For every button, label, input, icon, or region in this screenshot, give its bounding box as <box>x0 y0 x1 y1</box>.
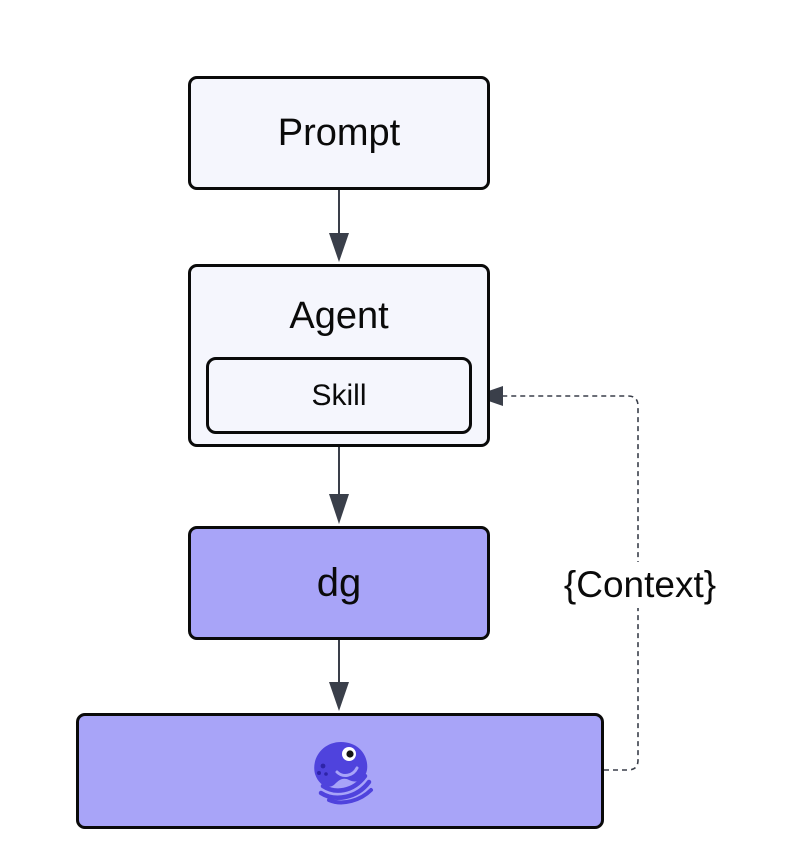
node-dagster <box>76 713 604 829</box>
dagster-octopus-logo-icon <box>314 742 373 805</box>
arrowhead-icon <box>329 682 349 711</box>
node-prompt: Prompt <box>188 76 490 190</box>
edge-agent-dg <box>329 447 349 524</box>
edge-prompt-agent <box>329 190 349 262</box>
node-dg-label: dg <box>316 560 362 605</box>
node-dg: dg <box>188 526 490 640</box>
arrowhead-icon <box>329 233 349 262</box>
node-skill: Skill <box>206 357 472 434</box>
edge-context-label: {Context} <box>540 562 740 608</box>
arrowhead-icon <box>329 494 349 524</box>
node-prompt-label: Prompt <box>277 111 401 154</box>
edge-dg-dagster <box>329 640 349 711</box>
node-skill-label: Skill <box>311 378 367 412</box>
node-agent-label: Agent <box>289 295 389 337</box>
